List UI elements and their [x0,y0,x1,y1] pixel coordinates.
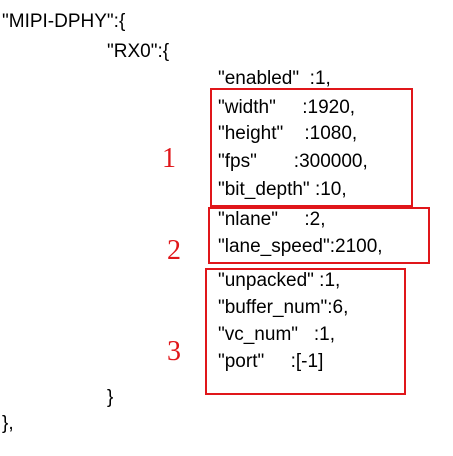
code-line-mipi-dphy: "MIPI-DPHY":{ [2,11,126,32]
code-line-unpacked: "unpacked" :1, [218,270,341,291]
annotation-marker-1: 1 [162,143,176,174]
annotation-marker-3: 3 [167,336,181,367]
annotation-box-2 [208,207,430,264]
code-line-height: "height" :1080, [218,123,358,144]
code-line-rx0-close-brace: } [107,387,114,408]
code-line-port: "port" :[-1] [218,351,324,372]
code-line-bit-depth: "bit_depth" :10, [218,179,347,200]
code-line-width: "width" :1920, [218,97,356,118]
annotation-box-1 [210,88,413,207]
annotation-marker-2: 2 [167,235,181,266]
annotation-box-3 [205,268,406,395]
code-line-mipi-dphy-close-brace: }, [2,413,14,434]
code-line-buffer-num: "buffer_num":6, [218,297,349,318]
code-line-enabled: "enabled" :1, [218,68,331,89]
code-line-lane-speed: "lane_speed":2100, [218,236,383,257]
code-line-rx0: "RX0":{ [107,41,170,62]
code-line-nlane: "nlane" :2, [218,209,326,230]
code-line-fps: "fps" :300000, [218,151,368,172]
code-line-vc-num: "vc_num" :1, [218,324,335,345]
